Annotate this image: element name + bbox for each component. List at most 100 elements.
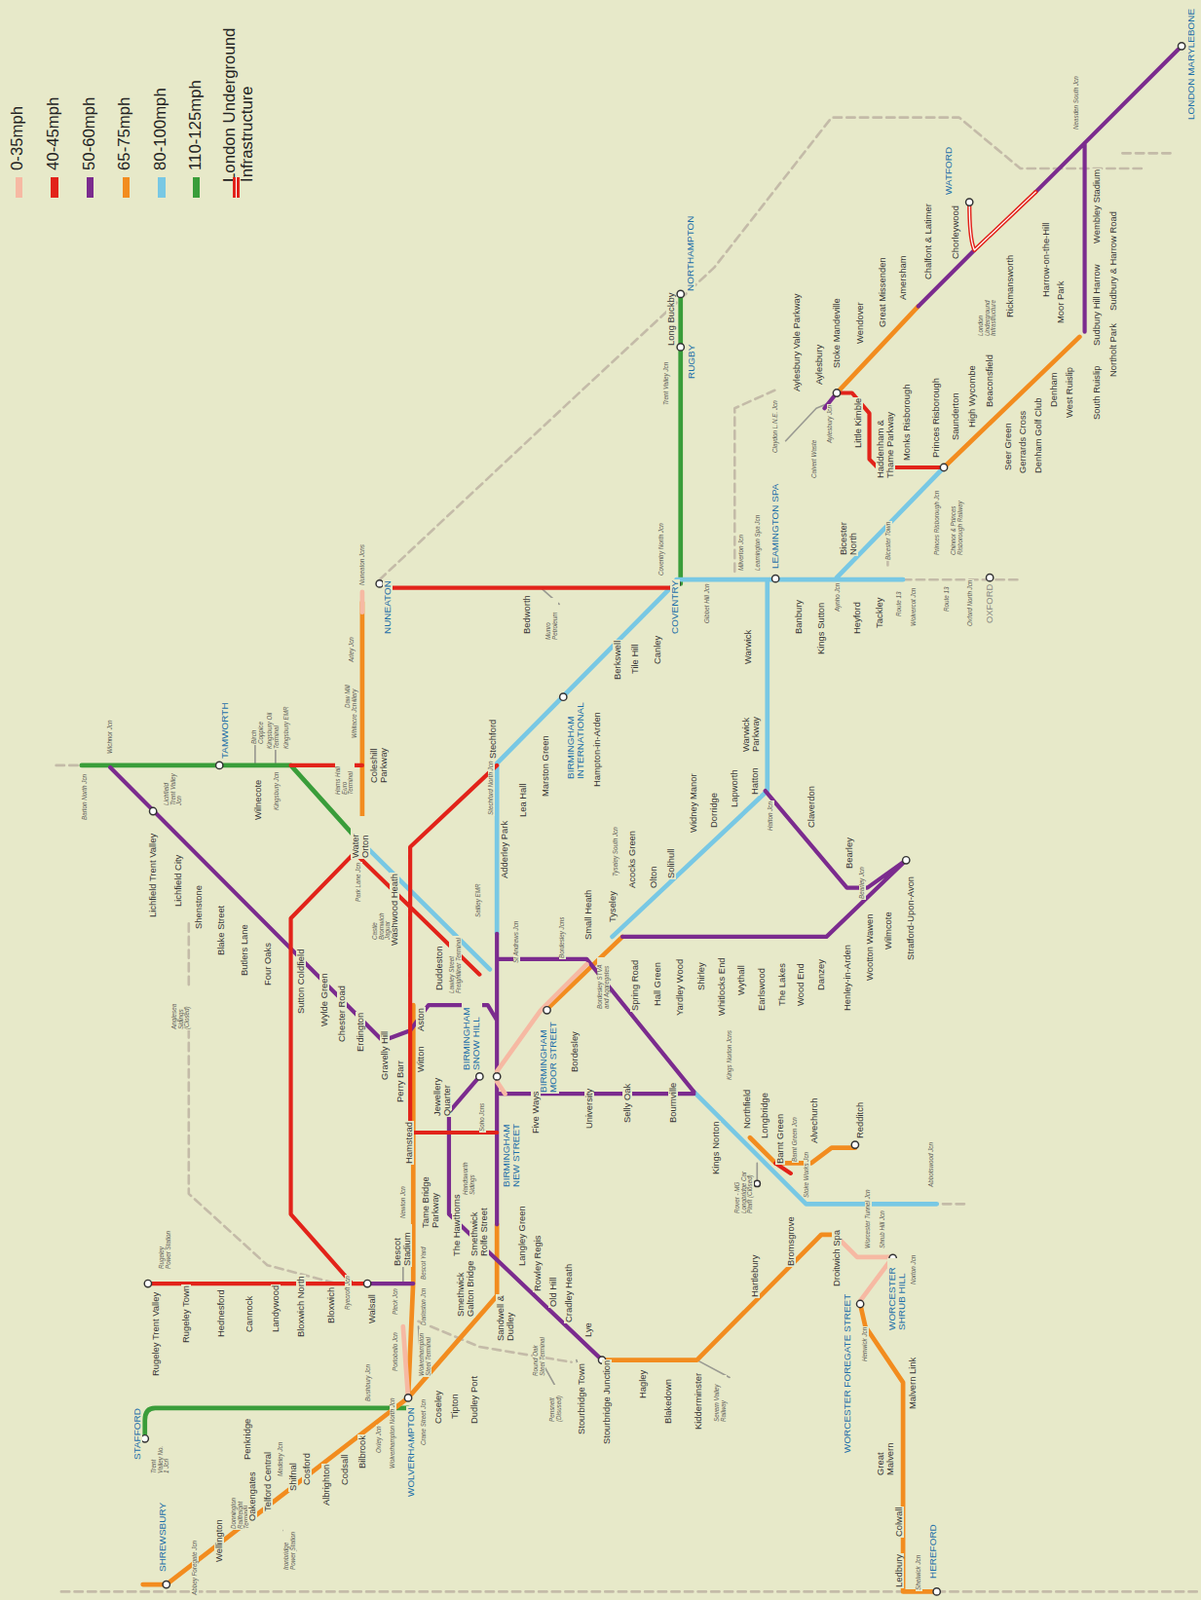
- station-label: Tackley: [874, 597, 885, 630]
- junction-label: Handsworth Sidings: [462, 1163, 476, 1196]
- junction-label: Worcester Tunnel Jcn: [864, 1189, 872, 1250]
- junction-label: Barnt Green Jcn: [791, 1117, 799, 1164]
- station-label: Bilbrook: [357, 1434, 368, 1470]
- station-label: Hagley: [638, 1369, 648, 1400]
- station-label: Hatton: [750, 766, 760, 796]
- junction-label: Munro Petroleum: [545, 598, 559, 641]
- station-label: Sudbury & Harrow Road: [1108, 210, 1119, 312]
- major-station-label: WOLVERHAMPTON: [406, 1406, 416, 1499]
- station-label: Smethwick Rolfe Street: [469, 1199, 489, 1258]
- station-label: Landywood: [270, 1284, 281, 1334]
- junction-label: Whitacre Jcn: [351, 702, 359, 740]
- station-dot: [493, 1073, 501, 1081]
- junction-label: Gibbet Hill Jcn: [704, 583, 712, 625]
- station-label: Shifnal: [288, 1462, 299, 1493]
- junction-label: St Andrews Jcn: [513, 920, 521, 965]
- station-label: Sandwell & Dudley: [495, 1293, 516, 1342]
- station-label: Hampton-in-Arden: [592, 711, 602, 789]
- station-label: Blakedown: [663, 1378, 674, 1426]
- junction-label: Park Lane Jcn: [355, 862, 363, 903]
- junction-label: Oxley Jcn: [375, 1425, 383, 1455]
- major-station-label: LONDON MARYLEBONE: [1186, 6, 1197, 120]
- junction-label: Tyseley South Jcn: [612, 825, 620, 878]
- station-label: Stratford-Upon-Avon: [905, 875, 916, 962]
- station-label: Duddeston: [434, 945, 445, 993]
- station-label: Chalfont & Latimer: [923, 202, 934, 281]
- station-dot: [753, 1180, 760, 1187]
- junction-label: Newton Jcn: [400, 1185, 408, 1220]
- station-label: Coleshill Parkway: [369, 725, 389, 785]
- station-label: Smethwick Galton Bridge: [455, 1260, 476, 1319]
- junction-label: Rugeley Power Station: [158, 1227, 172, 1271]
- station-label: Adderley Park: [499, 820, 510, 880]
- junction-label: Stoke Works Jcn: [803, 1151, 811, 1200]
- station-label: Wendover: [855, 300, 865, 345]
- junction-label: Bescot Yard: [420, 1245, 428, 1281]
- station-dot: [543, 1007, 551, 1014]
- junction-label: Pensnett (Disused): [549, 1386, 563, 1425]
- station-label: Claverdon: [806, 785, 817, 829]
- junction-label: Hatton Jcn: [767, 800, 775, 832]
- station-dot: [363, 1279, 371, 1287]
- station-label: West Ruislip: [1064, 365, 1075, 418]
- major-station-label: RUGBY: [686, 342, 697, 379]
- station-label: Erdington: [355, 1012, 366, 1053]
- junction-label: Arley Jcn: [348, 636, 356, 664]
- junction-label: Chinnor & Princes Risborough Railway: [950, 492, 964, 557]
- junction-label: Route 13: [943, 585, 951, 612]
- station-label: Shirley: [696, 961, 707, 992]
- junction-label: Aynho Jcn: [834, 581, 842, 612]
- legend-text: London Underground Infrastructure: [221, 2, 256, 184]
- station-label: Four Oaks: [262, 941, 273, 987]
- junction-label: Portobello Jcn: [392, 1331, 400, 1373]
- legend-swatch: [232, 177, 240, 198]
- station-dot: [676, 290, 684, 298]
- major-station-label: WORCESTER SHRUB HILL: [887, 1258, 908, 1332]
- junction-label: Saltley EMR: [475, 882, 483, 918]
- junction-label: Severn Valley Railway: [713, 1375, 727, 1424]
- junction-label: Rover - MG Longbridge Car Plant (Closed): [734, 1156, 754, 1215]
- major-station-label: WATFORD: [943, 146, 954, 196]
- station-label: Dudley Port: [469, 1375, 480, 1426]
- station-label: Droitwich Spa: [831, 1229, 842, 1288]
- legend-text: 110-125mph: [187, 78, 205, 172]
- station-label: South Ruislip: [1091, 364, 1102, 420]
- junction-label: Nuneaton Jcns: [359, 544, 367, 588]
- station-label: Bescot Stadium: [392, 1224, 413, 1268]
- station-label: Lye: [583, 1322, 594, 1340]
- station-label: Jewellery Quarter: [432, 1064, 452, 1118]
- junction-label: Kingsbury Oil Terminal: [266, 707, 280, 751]
- station-label: Henley-in-Arden: [842, 943, 853, 1013]
- junction-label: Kingsbury Jcn: [273, 770, 281, 811]
- freight-branch: [255, 403, 829, 1552]
- junction-label: Bordesley STVA and Aggregates: [597, 957, 610, 1011]
- junction-label: Henwick Jcn: [862, 1325, 869, 1362]
- station-label: Bedworth: [522, 594, 532, 636]
- station-label: Wylde Green: [319, 972, 330, 1028]
- station-label: Harrow-on-the-Hill: [1041, 222, 1051, 299]
- junction-label: Kings Norton Jcns: [726, 1030, 734, 1083]
- station-label: Wood End: [795, 962, 806, 1008]
- station-label: Sudbury Hill Harrow: [1091, 263, 1102, 348]
- station-label: Blake Street: [216, 903, 226, 956]
- station-label: University: [584, 1087, 595, 1129]
- station-label: Widney Manor: [688, 772, 699, 834]
- junction-label: Pleck Jcn: [392, 1288, 400, 1317]
- station-label: Amersham: [898, 255, 908, 301]
- legend-text: 0-35mph: [8, 105, 27, 172]
- major-station-label: TAMWORTH: [220, 702, 230, 761]
- station-label: Old Hill: [548, 1276, 559, 1309]
- legend-text: 80-100mph: [151, 86, 170, 172]
- station-label: Little Kimble: [853, 397, 864, 450]
- station-label: Chorleywood: [950, 204, 961, 261]
- station-dot: [771, 575, 779, 583]
- station-label: Witton: [415, 1045, 426, 1074]
- station-label: Kings Sutton: [816, 600, 826, 655]
- station-label: Warwick Parkway: [741, 705, 761, 753]
- station-label: Saunderton: [950, 391, 961, 442]
- station-label: Solihull: [666, 848, 676, 880]
- station-label: Colwall: [894, 1505, 904, 1538]
- station-label: Tile Hill: [630, 643, 640, 676]
- station-label: Redditch: [855, 1101, 865, 1140]
